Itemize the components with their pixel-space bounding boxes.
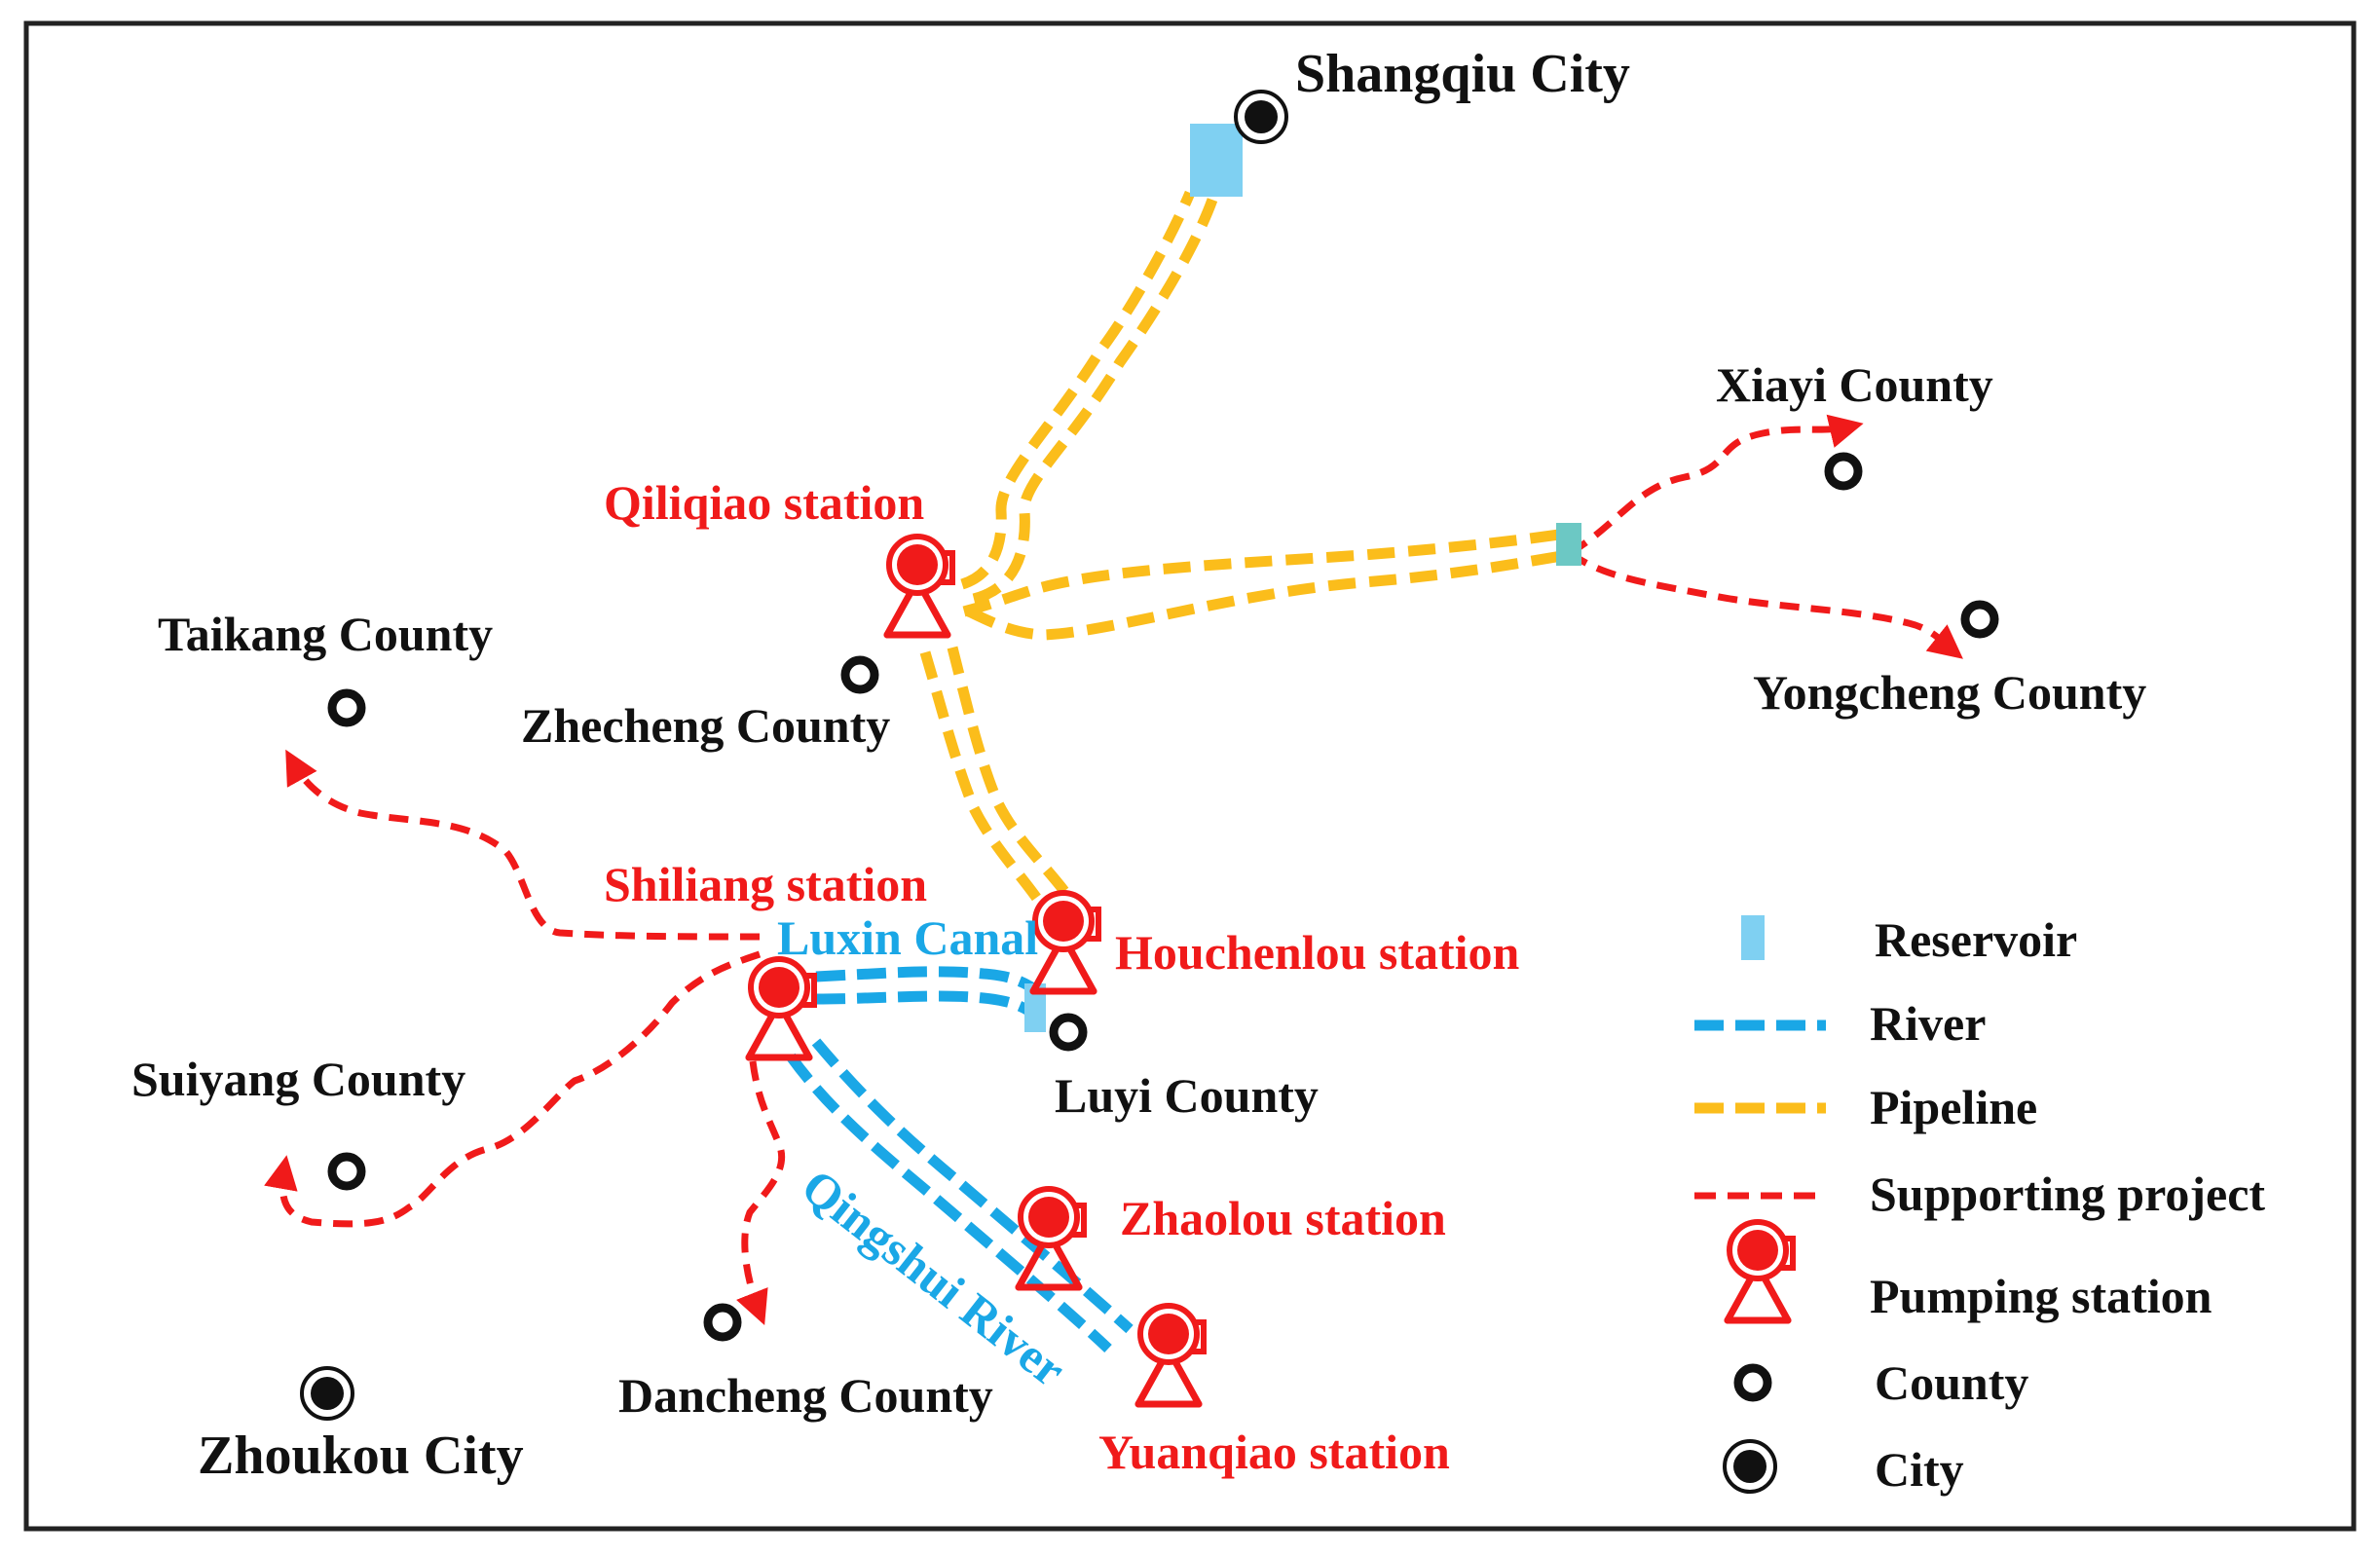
label-yuanqiao-station: Yuanqiao station <box>1098 1425 1450 1479</box>
legend-pipeline-label: Pipeline <box>1870 1080 2037 1134</box>
legend-county-label: County <box>1875 1355 2028 1410</box>
supporting-to-taikang <box>285 749 761 941</box>
label-taikang-county: Taikang County <box>158 607 493 661</box>
supporting-projects <box>264 414 1963 1326</box>
reservoir-east <box>1556 523 1581 566</box>
county-luyi-marker <box>1054 1018 1083 1047</box>
legend-city-label: City <box>1875 1442 1964 1497</box>
legend-supporting-label: Supporting project <box>1870 1167 2265 1221</box>
label-luyi-county: Luyi County <box>1055 1068 1319 1123</box>
pipeline-east-b <box>966 549 1569 641</box>
legend-county-icon <box>1738 1368 1767 1397</box>
label-yongcheng-county: Yongcheng County <box>1753 665 2146 720</box>
city-shangqiu-marker <box>1234 90 1288 144</box>
supporting-to-yongcheng <box>1567 550 1963 659</box>
legend-reservoir-icon <box>1741 915 1765 960</box>
rivers <box>786 966 1134 1353</box>
qingshui-river-b <box>786 1053 1112 1353</box>
label-qiliqiao-station: Qiliqiao station <box>604 475 924 530</box>
label-dancheng-county: Dancheng County <box>618 1368 993 1423</box>
label-shiliang-station: Shiliang station <box>604 857 927 911</box>
label-houchenlou-station: Houchenlou station <box>1115 925 1520 980</box>
reservoir-shangqiu <box>1190 124 1243 197</box>
qingshui-river-a <box>811 1038 1134 1334</box>
county-yongcheng-marker <box>1965 605 1994 634</box>
legend-river-label: River <box>1870 996 1986 1051</box>
label-shangqiu-city: Shangqiu City <box>1295 44 1630 104</box>
supporting-to-suiyang <box>264 950 762 1228</box>
legend: Reservoir River Pipeline Supporting proj… <box>1694 912 2265 1497</box>
supporting-to-dancheng <box>736 1060 786 1326</box>
county-zhecheng-marker <box>845 660 874 689</box>
pipelines <box>919 190 1569 909</box>
county-xiayi-marker <box>1829 457 1858 486</box>
legend-reservoir-label: Reservoir <box>1875 912 2077 967</box>
luxin-canal-b <box>815 990 1041 1022</box>
pipeline-shangqiu-a <box>960 190 1196 590</box>
county-suiyang-marker <box>332 1157 361 1186</box>
label-zhecheng-county: Zhecheng County <box>521 698 890 753</box>
city-zhoukou-marker <box>300 1366 354 1421</box>
reservoir-luyi <box>1024 983 1046 1032</box>
pipeline-houchenlou-b <box>947 646 1076 905</box>
label-suiyang-county: Suiyang County <box>131 1052 465 1106</box>
legend-city-icon <box>1723 1439 1777 1494</box>
pipeline-east-a <box>962 528 1567 617</box>
supporting-to-xiayi <box>1568 414 1864 557</box>
label-xiayi-county: Xiayi County <box>1716 357 1993 412</box>
county-dancheng-marker <box>708 1308 737 1337</box>
label-luxin-canal: Luxin Canal <box>777 910 1038 965</box>
label-zhaolou-station: Zhaolou station <box>1120 1191 1446 1245</box>
pipeline-houchenlou-a <box>919 650 1047 909</box>
luxin-canal-a <box>815 966 1044 998</box>
pipeline-shangqiu-b <box>972 198 1218 605</box>
county-taikang-marker <box>332 693 361 722</box>
map-frame <box>23 20 2357 1532</box>
label-zhoukou-city: Zhoukou City <box>198 1426 524 1486</box>
legend-pumping-label: Pumping station <box>1870 1269 2213 1323</box>
